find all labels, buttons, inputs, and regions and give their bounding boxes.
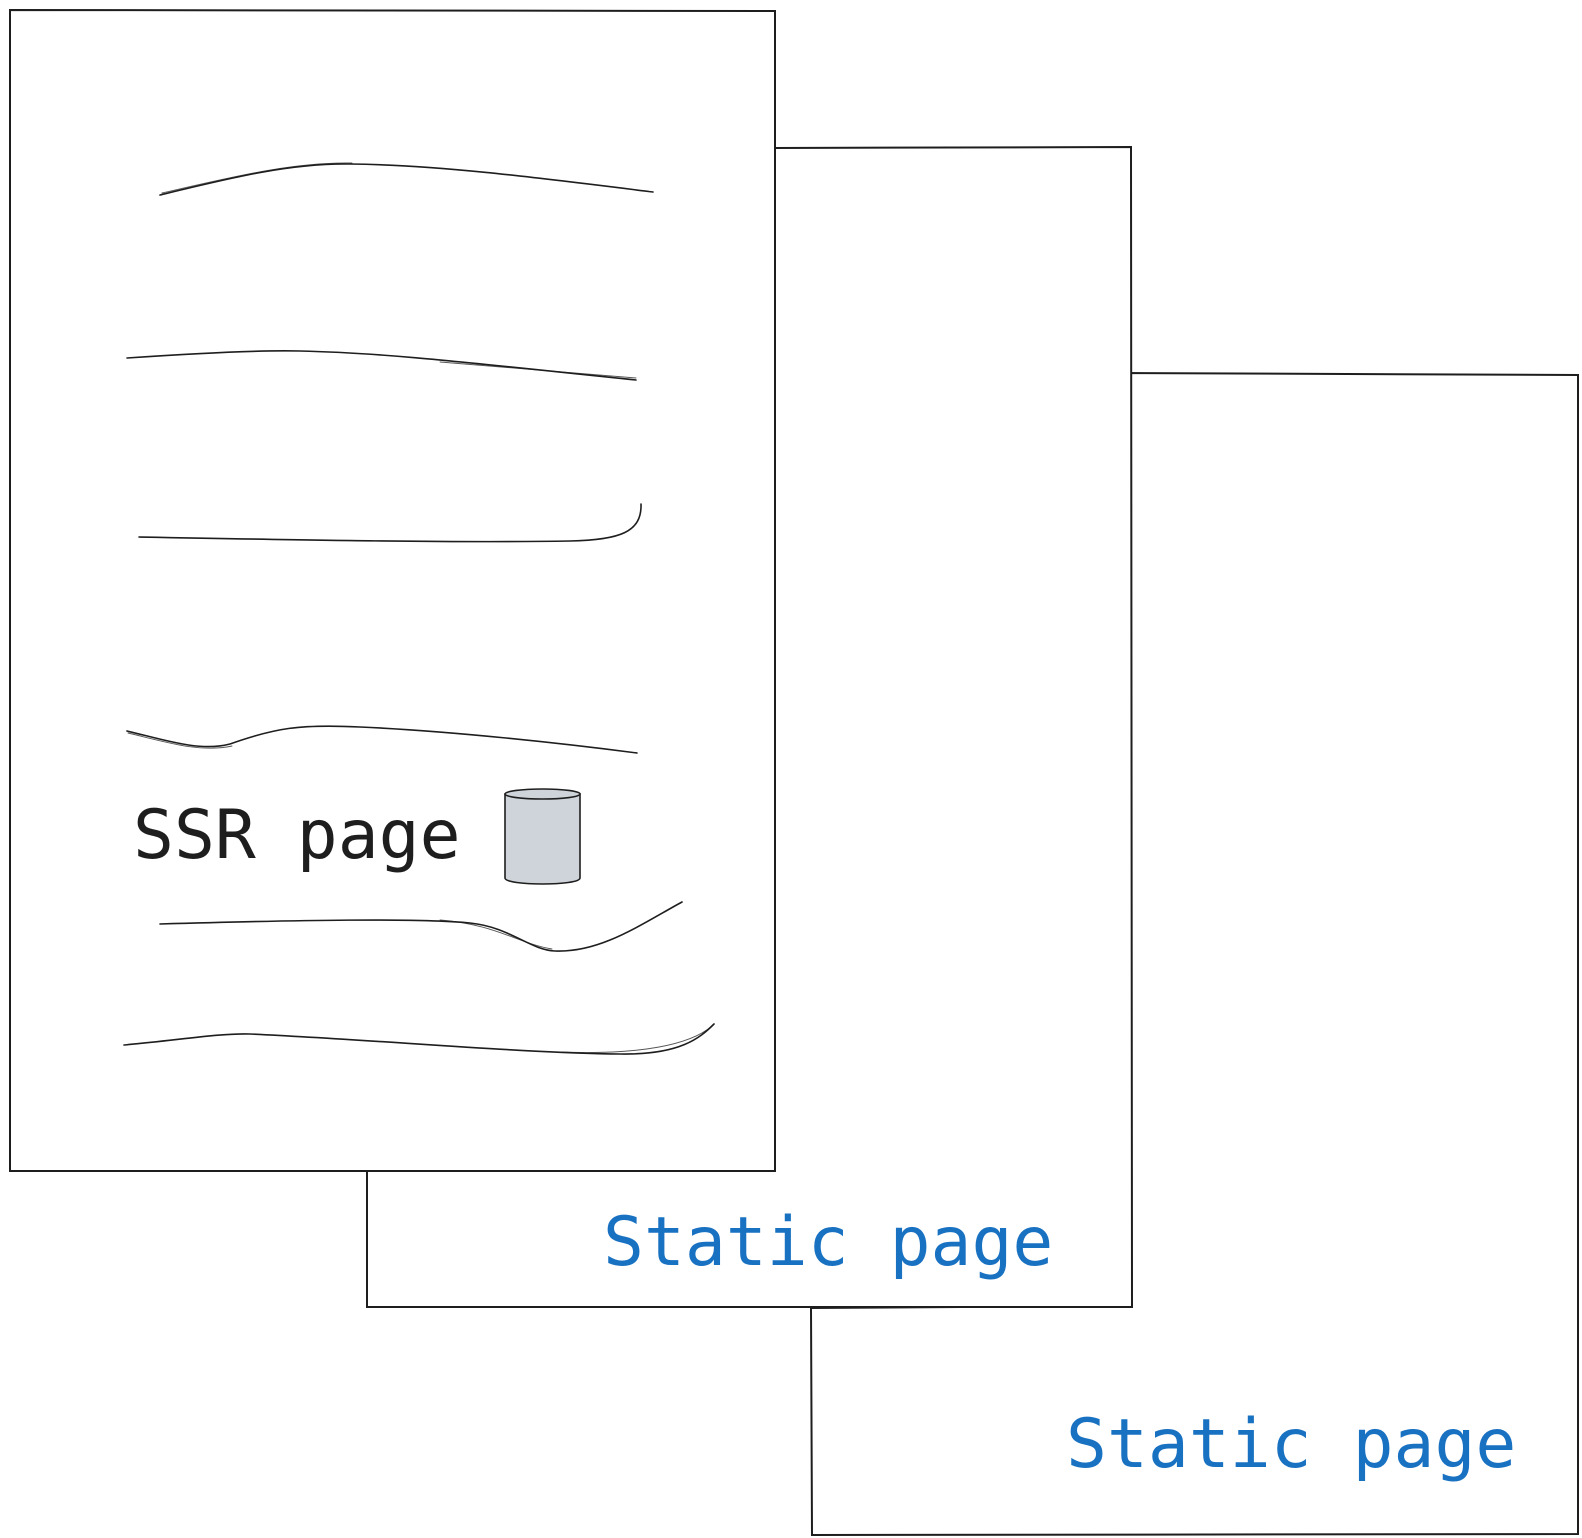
ssr-page-frame [9,8,776,1172]
database-icon-body [504,793,581,885]
content-line-5 [159,901,683,952]
content-line-2-ghost [439,361,637,379]
ssr-page: SSR page [9,8,776,1172]
content-line-5-ghost [439,919,553,950]
content-line-4 [126,725,638,754]
content-line-3 [138,503,642,543]
ssr-page-label: SSR page [133,796,461,875]
static-page-middle-label: Static page [603,1203,1053,1282]
database-icon-top [504,788,581,800]
content-line-2 [126,350,637,381]
database-icon [504,788,581,885]
content-line-6-ghost [559,1025,713,1053]
content-line-1-ghost [161,162,353,194]
content-line-4-ghost [127,732,233,749]
static-page-middle: Static page [366,145,1134,1308]
content-line-6 [123,1023,715,1055]
static-page-back: Static page [809,371,1579,1537]
static-page-back-label: Static page [1066,1405,1516,1484]
ssr-page-content-lines [123,162,715,1055]
content-line-1 [159,163,654,196]
